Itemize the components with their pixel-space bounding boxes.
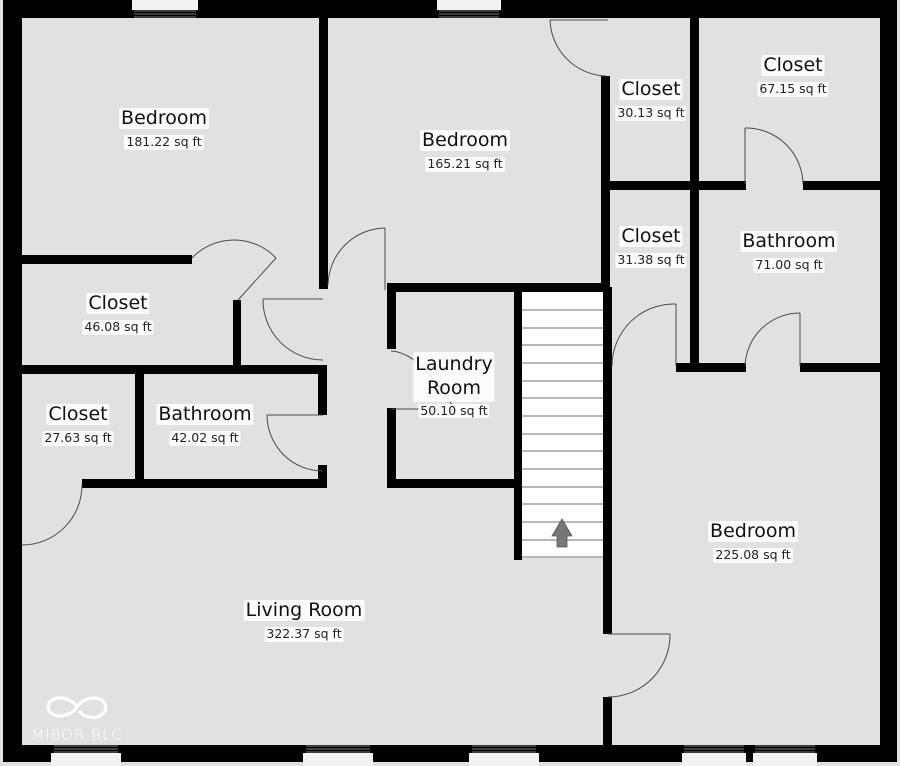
room-area: 50.10 sq ft — [418, 402, 490, 418]
room-name: Living Room — [243, 599, 365, 621]
door-bathroom-w — [266, 414, 324, 472]
door-bathroom-e — [744, 312, 801, 367]
windows — [51, 0, 817, 766]
room-label-bathroom-e: Bathroom 71.00 sq ft — [740, 230, 838, 273]
stair-steps — [522, 309, 603, 558]
room-area: 46.08 sq ft — [82, 319, 154, 335]
window-top-mid — [437, 0, 501, 18]
room-area: 27.63 sq ft — [42, 430, 114, 446]
door-bedroom-se — [607, 633, 671, 698]
room-label-laundry-room: Laundry Room 50.10 sq ft — [413, 352, 495, 418]
room-name: Laundry Room — [413, 352, 495, 402]
stair-up-arrow-icon — [551, 518, 573, 548]
room-label-bedroom-se: Bedroom 225.08 sq ft — [708, 521, 798, 563]
watermark: MIBOR BLC — [22, 690, 132, 744]
room-area: 181.22 sq ft — [124, 134, 204, 150]
room-label-closet-w: Closet 46.08 sq ft — [82, 292, 154, 335]
room-area: 225.08 sq ft — [713, 547, 793, 563]
room-name: Bedroom — [708, 520, 798, 542]
room-name: Closet — [619, 78, 683, 100]
staircase — [522, 292, 603, 558]
watermark-text: MIBOR BLC — [31, 726, 123, 744]
room-label-closet-mid-e: Closet 31.38 sq ft — [615, 225, 687, 268]
window-top-left — [132, 0, 198, 18]
window-bottom-1 — [51, 745, 121, 766]
doors — [21, 19, 804, 698]
room-name: Bathroom — [740, 230, 838, 252]
room-area: 31.38 sq ft — [615, 252, 687, 268]
room-label-closet-ne: Closet 67.15 sq ft — [757, 54, 829, 97]
room-name: Bedroom — [119, 107, 209, 129]
room-label-bathroom-w: Bathroom 42.02 sq ft — [156, 403, 254, 446]
interior-walls — [22, 18, 881, 747]
room-label-bedroom-nw: Bedroom 181.22 sq ft — [119, 108, 209, 150]
room-label-closet-n1: Closet 30.13 sq ft — [615, 78, 687, 121]
window-bottom-5 — [753, 745, 817, 766]
window-bottom-3 — [469, 745, 539, 766]
room-name: Closet — [619, 225, 683, 247]
door-closet-mid-e — [611, 303, 677, 367]
room-area: 71.00 sq ft — [753, 257, 825, 273]
room-label-closet-sw: Closet 27.63 sq ft — [42, 403, 114, 446]
room-area: 165.21 sq ft — [425, 156, 505, 172]
door-closet-sw — [21, 483, 83, 546]
room-label-bedroom-n: Bedroom 165.21 sq ft — [420, 130, 510, 172]
room-area: 42.02 sq ft — [169, 430, 241, 446]
door-closet-ne — [744, 127, 804, 185]
room-name: Closet — [761, 54, 825, 76]
room-label-living-room: Living Room 322.37 sq ft — [243, 599, 365, 642]
room-area: 322.37 sq ft — [264, 626, 344, 642]
window-bottom-2 — [303, 745, 373, 766]
door-hall-west — [262, 298, 324, 361]
room-name: Bathroom — [156, 403, 254, 425]
door-bedroom-n — [327, 227, 386, 290]
window-bottom-4 — [682, 745, 746, 766]
room-name: Closet — [86, 292, 150, 314]
door-closet-w — [191, 239, 277, 301]
room-area: 30.13 sq ft — [615, 105, 687, 121]
room-name: Closet — [46, 403, 110, 425]
room-area: 67.15 sq ft — [757, 81, 829, 97]
infinity-logo-icon — [46, 696, 108, 719]
door-closet-n1 — [549, 19, 608, 77]
room-name: Bedroom — [420, 129, 510, 151]
